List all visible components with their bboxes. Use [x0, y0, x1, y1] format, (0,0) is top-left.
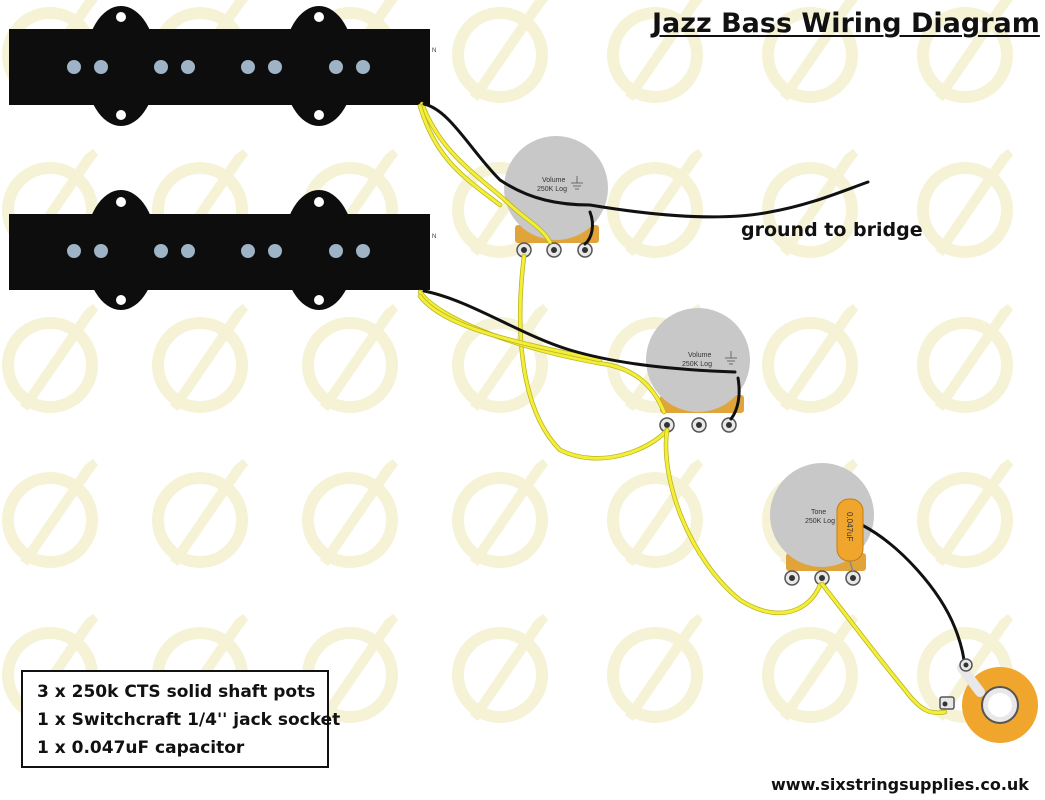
ground-wires	[422, 102, 967, 670]
watermark-logo	[762, 304, 858, 413]
pole-pieces	[67, 60, 370, 74]
watermark-logo	[302, 304, 398, 413]
pot-lugs	[659, 417, 737, 433]
hot-wires	[417, 101, 948, 715]
website-url[interactable]: www.sixstringsupplies.co.uk	[771, 775, 1029, 794]
pickup-north-marker: N	[432, 234, 436, 240]
watermark-logo	[607, 459, 703, 568]
pickup-north-marker: N	[432, 48, 436, 54]
watermark-logo	[762, 149, 858, 258]
pot-name-label: Volume	[542, 177, 565, 184]
parts-list-item: 1 x 0.047uF capacitor	[37, 738, 245, 758]
bridge-pickup: N	[9, 190, 436, 310]
capacitor-label: 0.047uF	[845, 512, 854, 541]
pot-value-label: 250K Log	[537, 186, 567, 193]
volume2-ground-jumper	[729, 376, 741, 421]
watermark-logo	[607, 614, 703, 723]
watermark-logo	[762, 0, 858, 103]
pot-name-label: Tone	[811, 509, 826, 516]
parts-list-item: 3 x 250k CTS solid shaft pots	[37, 682, 316, 702]
pot-lugs	[784, 570, 861, 586]
watermark-logo	[452, 459, 548, 568]
watermark-logo	[452, 304, 548, 413]
ground-to-bridge-label: ground to bridge	[741, 219, 923, 241]
mounting-screw-hole	[314, 12, 324, 22]
pot-name-label: Volume	[688, 352, 711, 359]
watermark-logo	[917, 149, 1013, 258]
watermark-logo	[152, 459, 248, 568]
watermark-logo	[302, 459, 398, 568]
watermark-logo	[452, 0, 548, 103]
volume-pot-neck: Volume 250K Log	[504, 136, 608, 258]
diagram-title: Jazz Bass Wiring Diagram	[652, 8, 1040, 39]
mounting-screw-hole	[314, 295, 324, 305]
watermark-logo	[762, 614, 858, 723]
volume1-ground-jumper	[583, 210, 594, 246]
watermark-logo	[917, 304, 1013, 413]
watermark-logo	[452, 614, 548, 723]
capacitor: 0.047uF	[836, 498, 864, 573]
parts-list: 3 x 250k CTS solid shaft pots 1 x Switch…	[21, 670, 341, 768]
bridge-ground-wire	[588, 180, 870, 219]
watermark-layer	[2, 0, 1013, 723]
ground-symbol	[571, 176, 583, 190]
mounting-screw-hole	[116, 197, 126, 207]
watermark-logo	[917, 459, 1013, 568]
watermark-logo	[607, 149, 703, 258]
watermark-logo	[2, 304, 98, 413]
mounting-screw-hole	[116, 110, 126, 120]
pole-pieces	[67, 244, 370, 258]
parts-list-item: 1 x Switchcraft 1/4'' jack socket	[37, 710, 341, 730]
mounting-screw-hole	[314, 110, 324, 120]
mounting-screw-hole	[116, 12, 126, 22]
pot-value-label: 250K Log	[682, 361, 712, 368]
mounting-screw-hole	[116, 295, 126, 305]
neck-pickup: N	[9, 6, 436, 126]
watermark-logo	[917, 0, 1013, 103]
watermark-logo	[2, 459, 98, 568]
jack-ground-wire	[860, 523, 967, 670]
bridge-pickup-ground-wire	[422, 289, 737, 374]
watermark-logo	[607, 0, 703, 103]
pot-lugs	[516, 242, 593, 258]
pot-value-label: 250K Log	[805, 518, 835, 525]
neck-pickup-ground-wire	[422, 102, 592, 207]
mounting-screw-hole	[314, 197, 324, 207]
watermark-logo	[152, 304, 248, 413]
output-jack	[939, 658, 1038, 743]
ground-symbol	[725, 351, 737, 365]
volume-pot-bridge: Volume 250K Log	[646, 308, 750, 433]
